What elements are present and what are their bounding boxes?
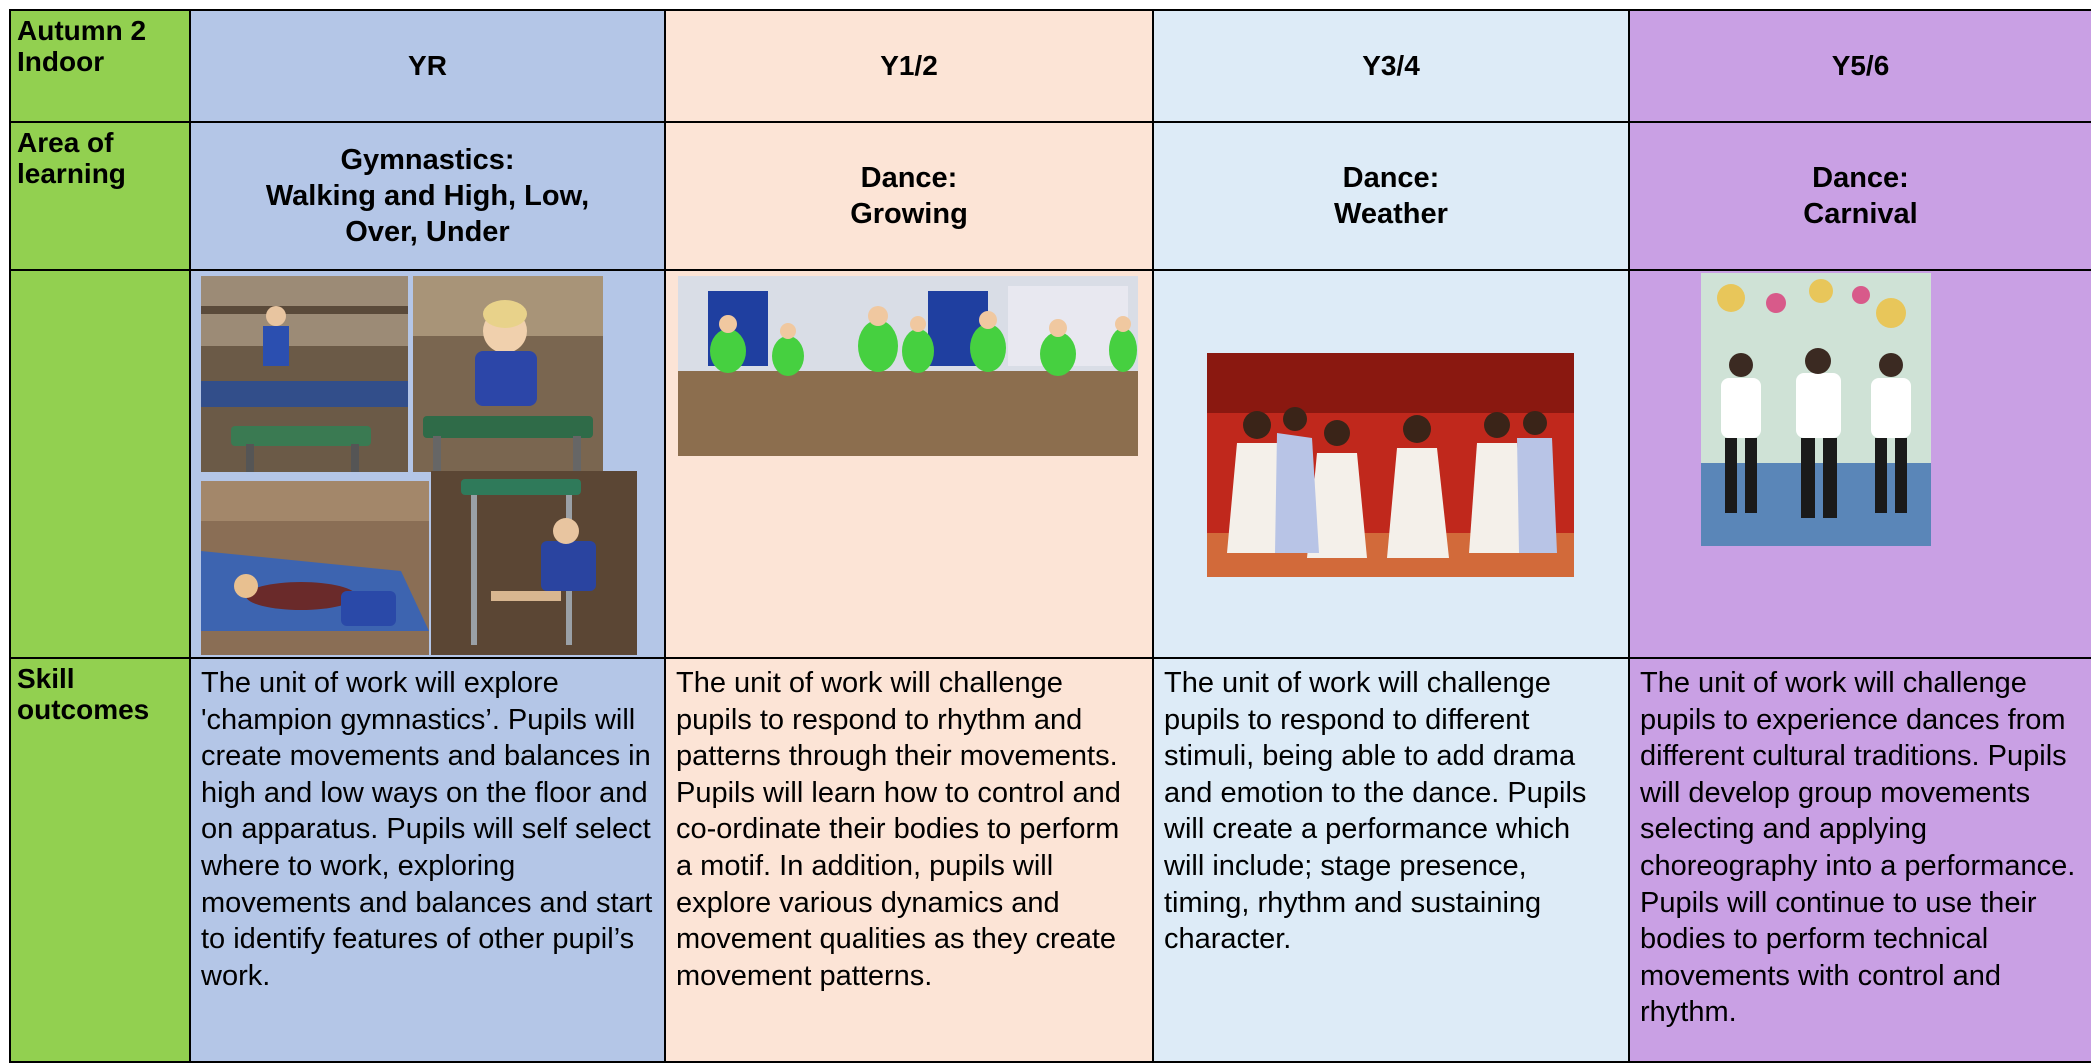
images-yr <box>189 269 666 659</box>
header-row: Autumn 2 Indoor YR Y1/2 Y3/4 Y5/6 <box>9 9 2091 123</box>
skill-label-cell: Skill outcomes <box>9 657 191 1063</box>
skill-row: Skill outcomes The unit of work will exp… <box>9 657 2091 1063</box>
curriculum-table: Autumn 2 Indoor YR Y1/2 Y3/4 Y5/6 Area o… <box>9 9 2091 1063</box>
area-label-line1: Area of <box>17 127 114 158</box>
area-y34-line1: Dance: <box>1342 162 1440 194</box>
images-y12 <box>664 269 1154 659</box>
area-y34-line2: Weather <box>1334 198 1448 230</box>
image-row <box>9 269 2091 659</box>
gym-photo-3 <box>201 481 429 655</box>
area-yr-line3: Over, Under <box>345 216 510 248</box>
area-label-line2: learning <box>17 158 126 189</box>
skill-y56: The unit of work will challenge pupils t… <box>1628 657 2091 1063</box>
area-row: Area of learning Gymnastics: Walking and… <box>9 121 2091 271</box>
setting-label: Indoor <box>17 46 105 77</box>
skill-y12: The unit of work will challenge pupils t… <box>664 657 1154 1063</box>
image-label-cell <box>9 269 191 659</box>
area-y56-line1: Dance: <box>1812 162 1909 194</box>
area-label-cell: Area of learning <box>9 121 191 271</box>
corner-cell: Autumn 2 Indoor <box>9 9 191 123</box>
area-y12-line1: Dance: <box>860 162 958 194</box>
year-header-y34: Y3/4 <box>1152 9 1630 123</box>
area-yr: Gymnastics: Walking and High, Low, Over,… <box>189 121 666 271</box>
term-label: Autumn 2 <box>17 15 147 46</box>
gym-photo-4 <box>431 471 637 655</box>
dance-carnival-photo <box>1701 273 1931 546</box>
skill-yr: The unit of work will explore 'champion … <box>189 657 666 1063</box>
area-y12: Dance: Growing <box>664 121 1154 271</box>
area-y56-line2: Carnival <box>1803 198 1918 230</box>
year-header-y12: Y1/2 <box>664 9 1154 123</box>
area-yr-line2: Walking and High, Low, <box>265 180 590 212</box>
skill-label-line2: outcomes <box>17 694 150 725</box>
skill-label-line1: Skill <box>17 663 75 694</box>
images-y56 <box>1628 269 2091 659</box>
area-y12-line2: Growing <box>850 198 968 230</box>
year-header-yr: YR <box>189 9 666 123</box>
area-yr-line1: Gymnastics: <box>340 144 515 176</box>
gym-photo-1 <box>201 276 408 472</box>
area-y56: Dance: Carnival <box>1628 121 2091 271</box>
gym-photo-2 <box>413 276 603 472</box>
area-y34: Dance: Weather <box>1152 121 1630 271</box>
skill-y34: The unit of work will challenge pupils t… <box>1152 657 1630 1063</box>
dance-weather-photo <box>1207 353 1574 577</box>
year-header-y56: Y5/6 <box>1628 9 2091 123</box>
images-y34 <box>1152 269 1630 659</box>
dance-growing-photo <box>678 276 1138 456</box>
